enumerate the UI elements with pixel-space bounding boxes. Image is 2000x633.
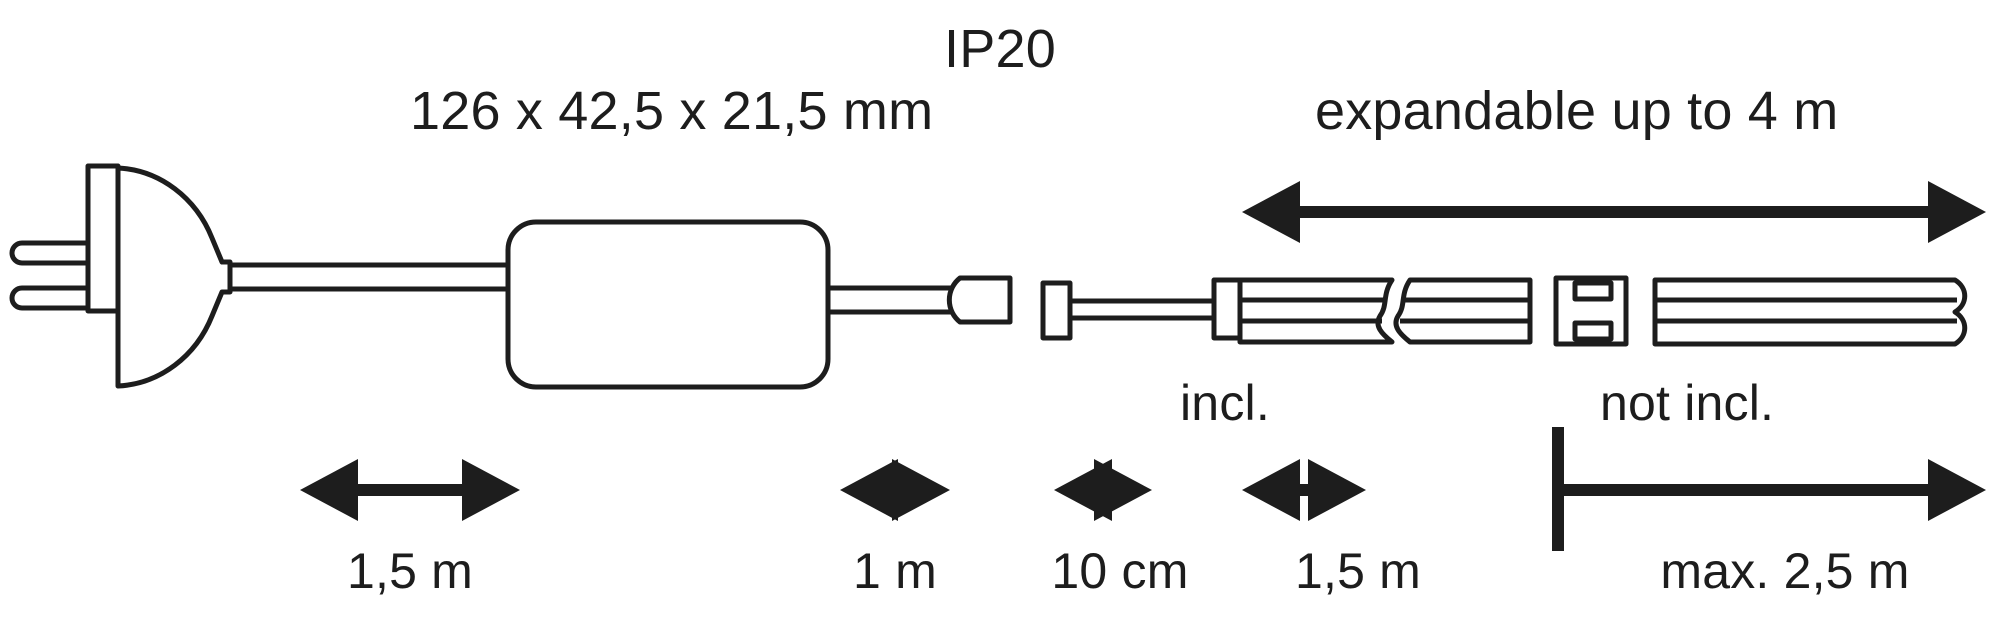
measurement-label-output-cable: 1 m [853,543,937,599]
strip-start-clip [1211,277,1243,341]
dc-connector [946,275,1013,325]
connector-lead [1070,298,1216,321]
extension-strip [1652,277,1968,347]
arrow-strip-included [1242,459,1366,521]
arrow-output-cable [840,459,950,521]
mains-cable [228,262,512,292]
coupler [1553,275,1629,347]
included-label: incl. [1180,375,1270,431]
arrow-strip-extension [1560,459,1986,521]
arrow-mains-cable [300,459,520,521]
measurement-label-strip-included: 1,5 m [1294,543,1422,599]
arrow-expandable [1242,181,1986,243]
measurement-label-connector-lead: 10 cm [1051,543,1189,599]
transformer-dimensions-label: 126 x 42,5 x 21,5 mm [410,81,934,141]
expandable-note-label: expandable up to 4 m [1315,81,1839,141]
ip-rating-label: IP20 [944,19,1056,79]
measurement-label-mains-cable: 1,5 m [346,543,474,599]
measurement-label-strip-extension: max. 2,5 m [1660,543,1910,599]
inclusion-divider [1552,427,1564,551]
output-cable [826,285,955,315]
mains-plug [9,163,233,389]
socket-block [1040,280,1073,341]
led-strip [1237,277,1533,345]
power-supply-unit [505,219,831,390]
arrow-connector-lead [1054,459,1152,521]
not-included-label: not incl. [1600,375,1775,431]
